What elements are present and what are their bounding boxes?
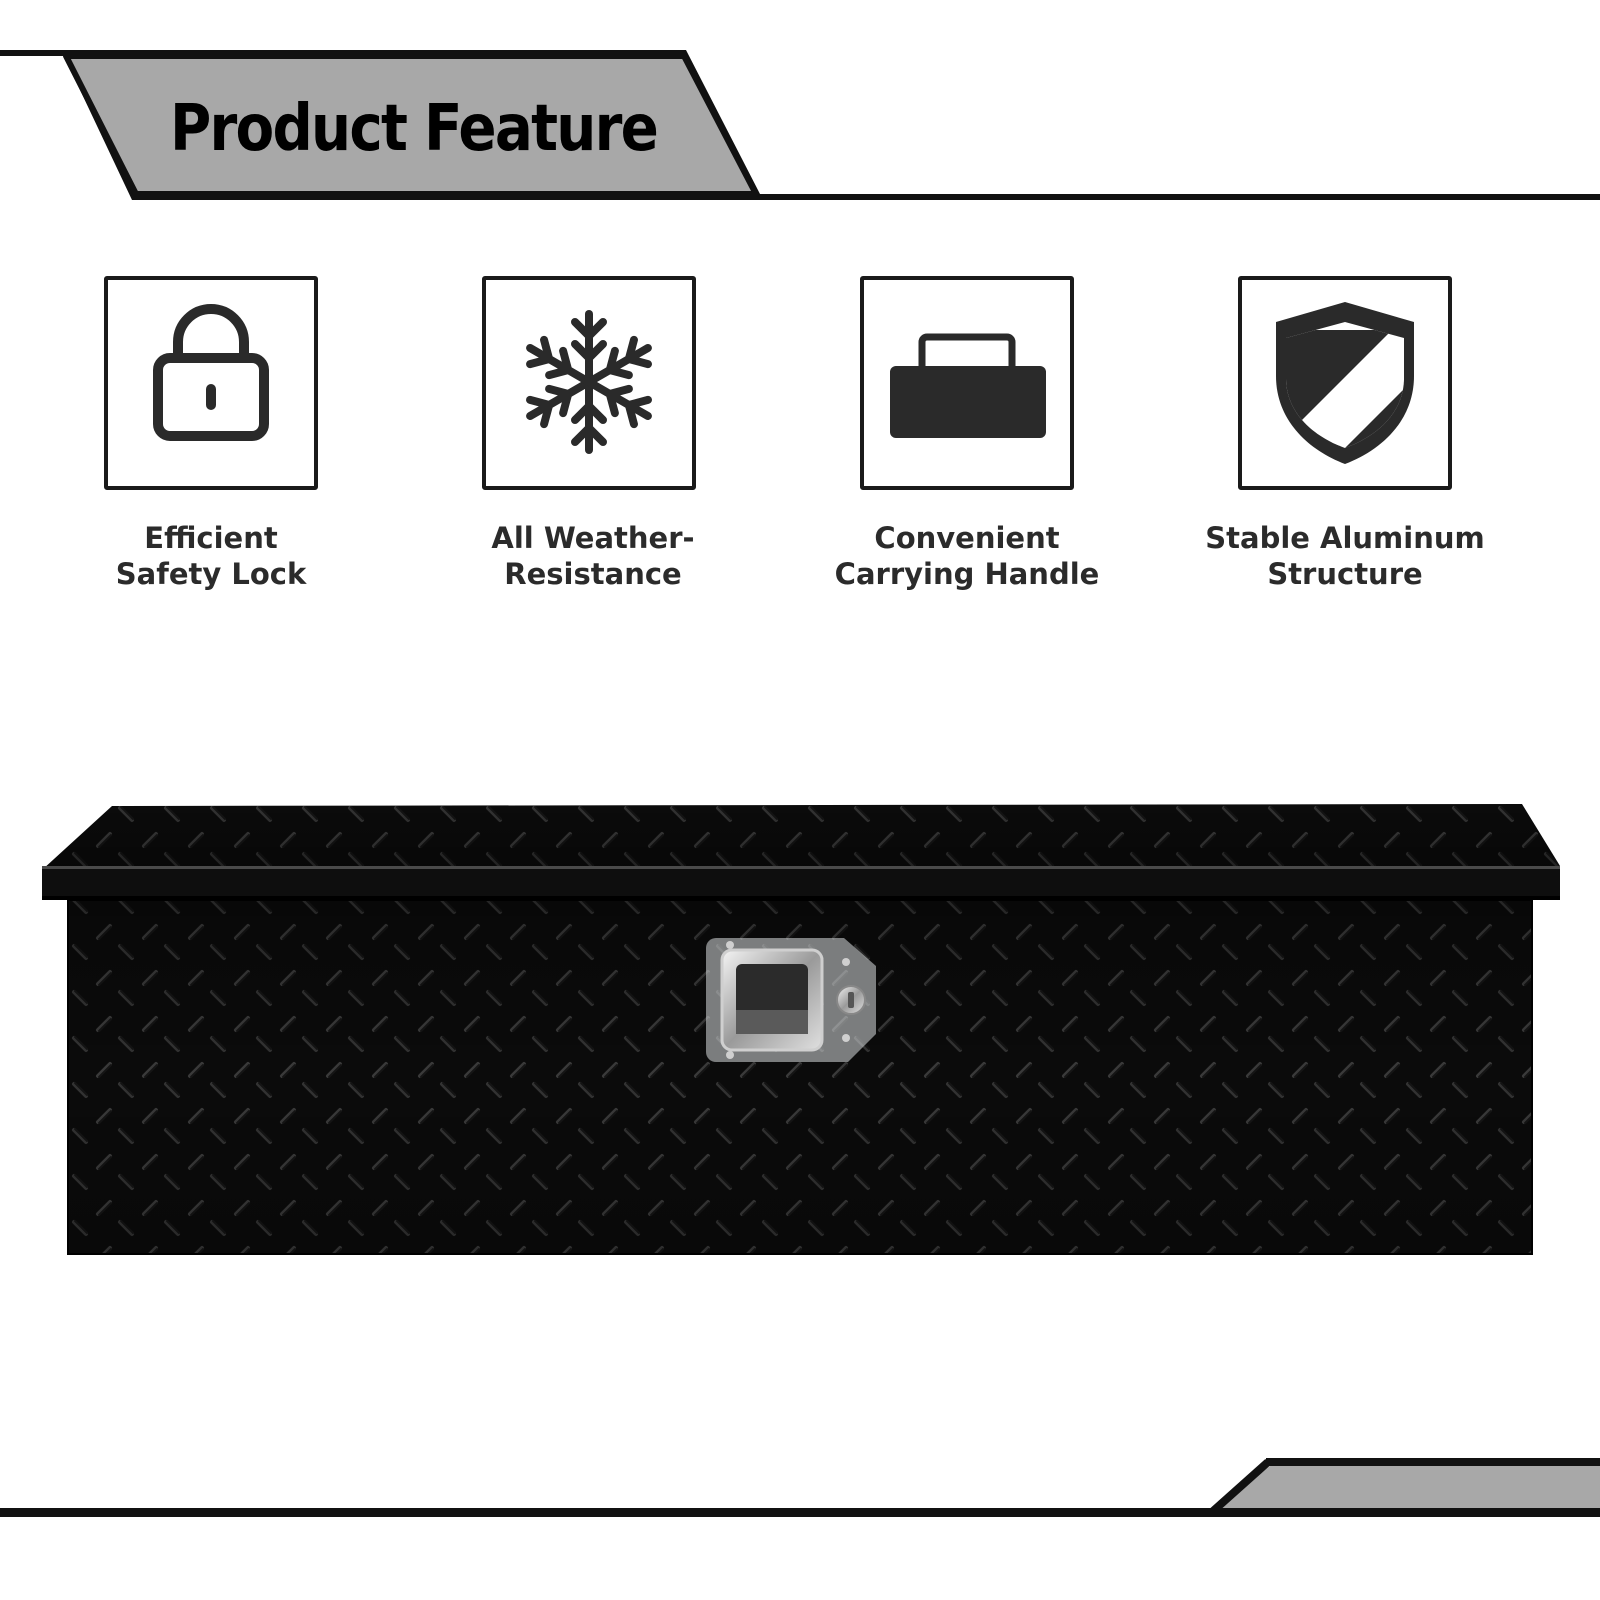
footer-band-fill (1214, 1466, 1600, 1510)
feature-card-structure (1238, 276, 1452, 490)
feature-card-weather (482, 276, 696, 490)
snowflake-icon (526, 310, 652, 454)
page-title: Product Feature (170, 92, 659, 166)
feature-label-handle: Convenient Carrying Handle (834, 521, 1100, 591)
latch-handle (706, 938, 876, 1062)
feature-label-lock: Efficient Safety Lock (115, 521, 307, 591)
padlock-icon (153, 304, 269, 441)
feature-label-weather: All Weather- Resistance (491, 521, 695, 591)
shield-icon (1276, 302, 1414, 464)
feature-card-handle (860, 276, 1074, 490)
lid-front (42, 866, 1560, 900)
header-banner-fill (63, 53, 759, 197)
carry-case-icon (890, 333, 1046, 438)
footer-line (0, 1508, 1600, 1517)
feature-label-structure: Stable Aluminum Structure (1205, 521, 1485, 591)
feature-card-lock (104, 276, 318, 490)
footer-band-slant (1209, 1459, 1271, 1515)
